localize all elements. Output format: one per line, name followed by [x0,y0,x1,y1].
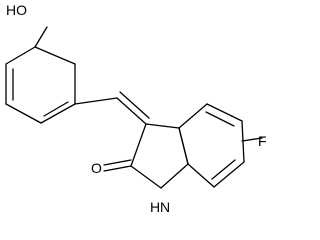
fluorine-label: F [258,133,267,149]
amine-hydrogen-label: H [150,199,160,215]
carbonyl-oxygen-label: O [91,160,102,176]
hydroxyphenyl-ring [5,26,76,124]
hydroxyl-label: HO [6,2,27,18]
methylidene-linkage [74,91,150,125]
fused-benzene-ring [178,103,263,188]
indolinone-ring [103,123,189,189]
molecule-diagram: HO F O H N [5,2,267,215]
nitrogen-label: N [160,199,170,215]
